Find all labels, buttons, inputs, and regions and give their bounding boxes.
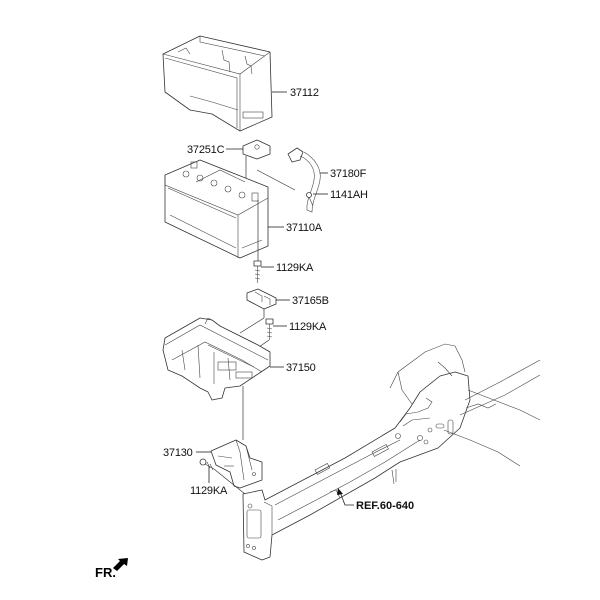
- reference-label: REF.60-640: [356, 500, 415, 512]
- battery-clamp-drawing: [246, 288, 277, 310]
- part-label-battery-cable: 37180F: [330, 168, 367, 180]
- bolt-tray-drawing: [265, 318, 274, 340]
- bolt-upper-drawing: [253, 260, 262, 283]
- battery-cable-drawing: [287, 147, 321, 213]
- front-orientation-label: FR.: [95, 565, 116, 580]
- tray-cover-drawing: [162, 35, 273, 132]
- terminal-cover-drawing: [242, 139, 271, 160]
- side-member-drawing: [242, 343, 541, 561]
- part-label-bracket-bolt: 1129KA: [190, 485, 228, 497]
- part-label-clamp-bolt-upper: 1129KA: [276, 262, 314, 274]
- part-label-cable-bolt: 1141AH: [330, 189, 368, 201]
- part-label-battery-clamp: 37165B: [292, 295, 329, 307]
- battery-drawing: [164, 159, 269, 259]
- front-direction-arrow-icon: [113, 558, 128, 571]
- part-label-battery: 37110A: [286, 222, 322, 234]
- bolt-bracket-drawing: [199, 458, 215, 471]
- tray-bracket-drawing: [210, 439, 263, 489]
- part-label-tray-bracket: 37130: [163, 447, 193, 459]
- part-label-terminal-cover: 37251C: [187, 144, 225, 156]
- part-label-tray-cover: 37112: [290, 87, 319, 99]
- battery-tray-drawing: [162, 317, 271, 401]
- part-label-tray-bolt: 1129KA: [289, 321, 327, 333]
- part-label-battery-tray: 37150: [286, 362, 316, 374]
